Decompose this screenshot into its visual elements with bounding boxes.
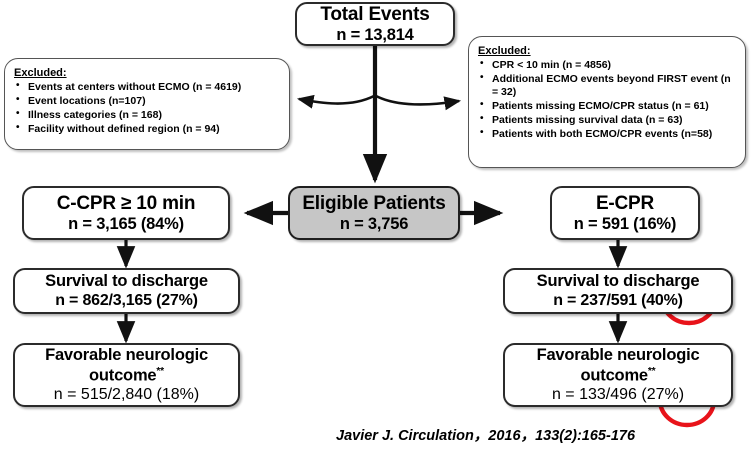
node-ecpr-survival-count: n = 237/591 (40%) — [553, 291, 683, 309]
list-item: Event locations (n=107) — [14, 94, 280, 108]
node-ecpr-neuro-outcome[interactable]: Favorable neurologic outcome** n = 133/4… — [503, 343, 733, 407]
node-ecpr-neuro-count: n = 133/496 (27%) — [551, 385, 685, 403]
node-ccpr-neuro-label: Favorable neurologic — [45, 346, 208, 365]
node-eligible-patients-label: Eligible Patients — [302, 192, 446, 214]
list-item: Patients missing survival data (n = 63) — [478, 113, 736, 127]
node-ecpr-survival-label: Survival to discharge — [536, 272, 700, 291]
node-ecpr-count: n = 591 (16%) — [573, 214, 677, 233]
node-total-events-count: n = 13,814 — [336, 25, 414, 44]
node-ccpr-count: n = 3,165 (84%) — [68, 214, 184, 233]
node-ecpr-neuro-label: Favorable neurologic — [536, 346, 700, 365]
node-eligible-patients-count: n = 3,756 — [339, 214, 409, 233]
node-total-events[interactable]: Total Events n = 13,814 — [295, 2, 455, 46]
citation-text: Javier J. Circulation，2016，133(2):165-17… — [336, 428, 636, 444]
node-total-events-label: Total Events — [320, 3, 430, 25]
exclusion-right-heading: Excluded: — [478, 45, 531, 57]
list-item: Patients with both ECMO/CPR events (n=58… — [478, 127, 736, 141]
node-ecpr[interactable]: E-CPR n = 591 (16%) — [550, 186, 700, 240]
list-item: CPR < 10 min (n = 4856) — [478, 58, 736, 72]
connector-branch-left-exclusion — [296, 94, 375, 109]
node-ccpr-neuro-footnote-marker: ** — [156, 365, 164, 377]
list-item: Patients missing ECMO/CPR status (n = 61… — [478, 99, 736, 113]
list-item: Illness categories (n = 168) — [14, 108, 280, 122]
exclusion-right-list: CPR < 10 min (n = 4856) Additional ECMO … — [478, 58, 736, 142]
node-ecpr-label: E-CPR — [595, 192, 655, 214]
node-ccpr-label: C-CPR ≥ 10 min — [56, 192, 196, 214]
list-item: Events at centers without ECMO (n = 4619… — [14, 80, 280, 94]
node-ccpr-survival[interactable]: Survival to discharge n = 862/3,165 (27%… — [13, 268, 240, 314]
node-ccpr-survival-label: Survival to discharge — [45, 272, 208, 291]
exclusion-left-heading: Excluded: — [14, 67, 67, 79]
list-item: Facility without defined region (n = 94) — [14, 122, 280, 136]
node-ecpr-neuro-label2: outcome** — [580, 365, 656, 385]
node-ccpr-neuro-outcome[interactable]: Favorable neurologic outcome** n = 515/2… — [13, 343, 240, 407]
exclusion-box-right[interactable]: Excluded: CPR < 10 min (n = 4856) Additi… — [468, 36, 746, 168]
node-ccpr-survival-count: n = 862/3,165 (27%) — [55, 291, 198, 309]
node-ecpr-survival[interactable]: Survival to discharge n = 237/591 (40%) — [503, 268, 733, 314]
node-ecpr-neuro-footnote-marker: ** — [647, 365, 656, 377]
node-ccpr-neuro-label2: outcome** — [89, 365, 164, 385]
list-item: Additional ECMO events beyond FIRST even… — [478, 72, 736, 100]
node-ccpr-neuro-count: n = 515/2,840 (18%) — [53, 385, 200, 403]
connector-branch-right-exclusion — [375, 94, 462, 111]
node-ccpr[interactable]: C-CPR ≥ 10 min n = 3,165 (84%) — [22, 186, 230, 240]
node-eligible-patients[interactable]: Eligible Patients n = 3,756 — [288, 186, 460, 240]
exclusion-box-left[interactable]: Excluded: Events at centers without ECMO… — [4, 58, 290, 150]
exclusion-left-list: Events at centers without ECMO (n = 4619… — [14, 80, 280, 136]
